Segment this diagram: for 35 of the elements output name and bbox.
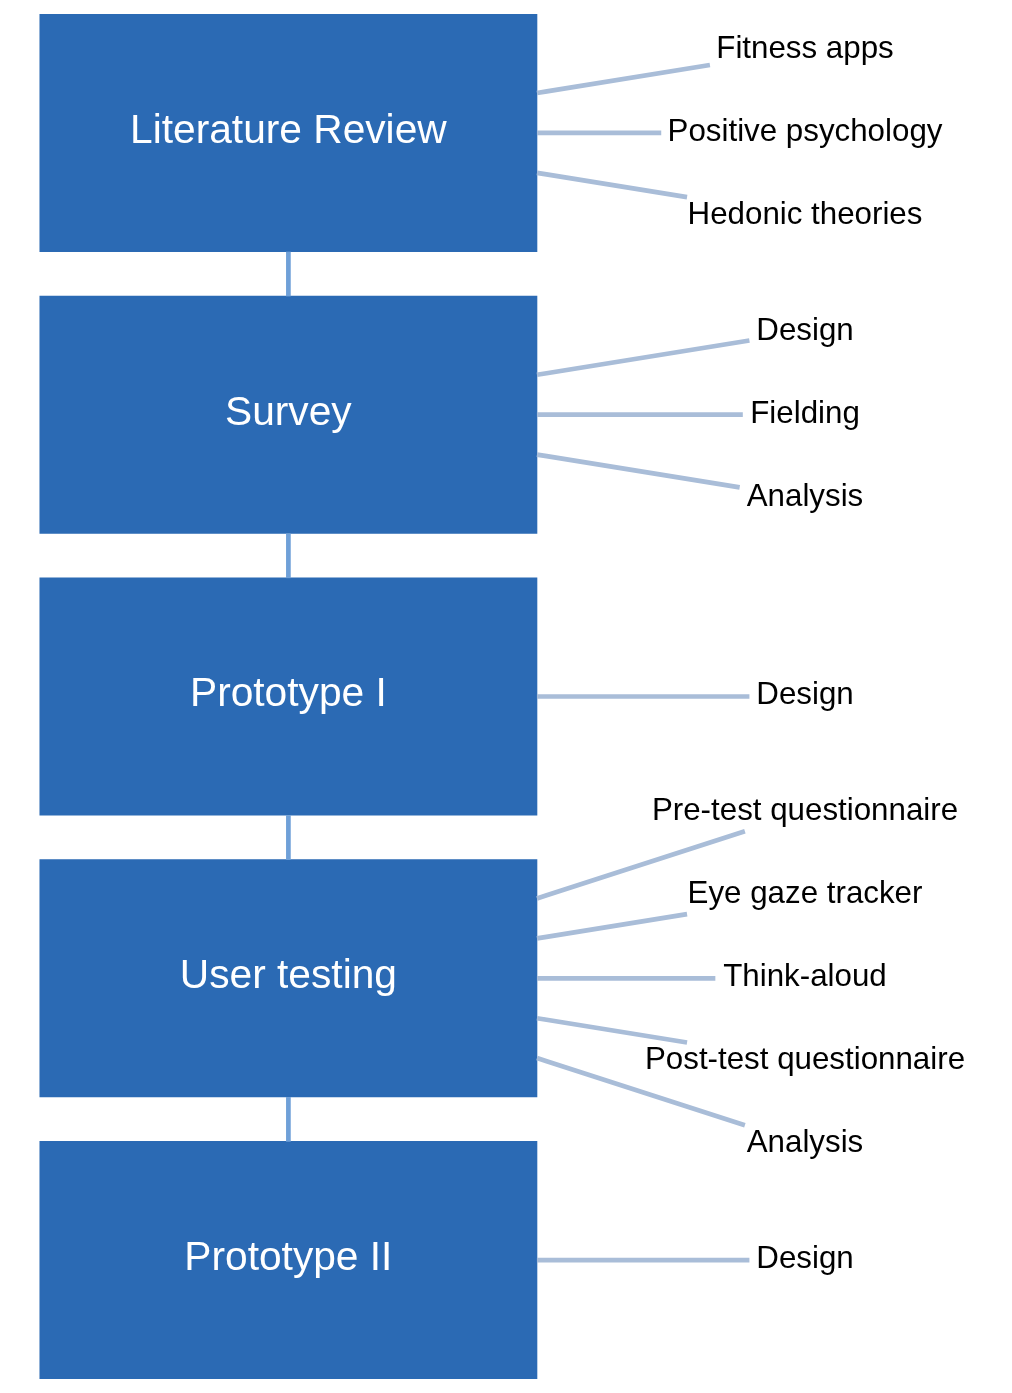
- node-text: Hedonic theories: [687, 195, 923, 231]
- connector: [536, 62, 711, 96]
- node-box: Survey: [39, 295, 538, 534]
- connector: [536, 829, 746, 901]
- connector: [286, 533, 291, 579]
- node-text: Pre-test questionnaire: [651, 792, 959, 828]
- connector: [536, 694, 750, 699]
- node-text: Think-aloud: [723, 958, 887, 994]
- node-text: Positive psychology: [667, 112, 943, 148]
- connector: [536, 1015, 688, 1045]
- node-box: Prototype I: [39, 577, 538, 816]
- node-text: Design: [756, 1239, 854, 1275]
- connector: [536, 452, 741, 490]
- connector: [536, 975, 716, 981]
- node-box: User testing: [39, 859, 538, 1098]
- connector: [536, 412, 743, 418]
- connector: [286, 815, 291, 860]
- node-box: Prototype II: [39, 1141, 538, 1380]
- node-text: Analysis: [746, 1124, 864, 1160]
- connector: [286, 1097, 291, 1142]
- connector: [536, 130, 662, 136]
- connector: [536, 1055, 746, 1128]
- node-box: Literature Review: [39, 13, 538, 252]
- node-text: Analysis: [746, 477, 864, 513]
- connector: [536, 170, 688, 200]
- connector: [536, 1257, 750, 1263]
- node-text: Post-test questionnaire: [644, 1041, 966, 1077]
- connector: [536, 911, 688, 941]
- node-text: Design: [756, 676, 854, 712]
- connector: [536, 338, 750, 378]
- node-text: Design: [756, 311, 854, 347]
- node-text: Eye gaze tracker: [687, 875, 923, 911]
- connector: [286, 251, 291, 297]
- node-text: Fitness apps: [716, 29, 894, 65]
- node-text: Fielding: [750, 394, 860, 430]
